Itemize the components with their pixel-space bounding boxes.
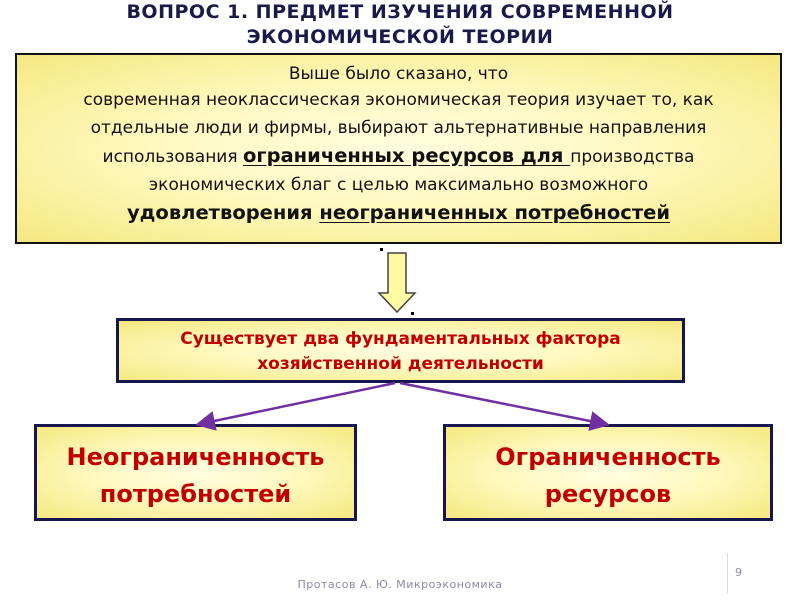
statement-line-6: удовлетворения неограниченных потребност… [23, 199, 774, 227]
connector-left [195, 381, 396, 431]
page-number: 9 [735, 566, 742, 579]
statement-line-6-pre: удовлетворения [126, 201, 320, 224]
footer-author: Протасов А. Ю. Микроэкономика [297, 578, 503, 591]
statement-line-4-pre: использования [102, 147, 243, 167]
limited-resources-line-1: Ограниченность [495, 443, 721, 471]
statement-line-4-post: производства [570, 147, 695, 167]
statement-line-3: отдельные люди и фирмы, выбирают альтерн… [90, 118, 707, 138]
down-arrow [377, 252, 417, 314]
statement-box: Выше было сказано, что современная неокл… [15, 53, 782, 244]
footer-divider [727, 553, 728, 593]
unlimited-needs-line-2: потребностей [99, 480, 292, 508]
marker-dot [380, 248, 383, 251]
statement-line-4: использования ограниченных ресурсов для … [23, 142, 774, 171]
factors-line-2: хозяйственной деятельности [257, 354, 544, 374]
limited-resources-line-2: ресурсов [544, 480, 672, 508]
statement-line-1: Выше было сказано, что [288, 64, 509, 84]
statement-line-2: современная неоклассическая экономическа… [83, 90, 714, 110]
marker-dot [411, 312, 414, 315]
unlimited-needs-box: Неограниченность потребностей [34, 424, 357, 521]
statement-line-5: экономических благ с целью максимально в… [148, 175, 649, 195]
factors-line-1: Существует два фундаментальных фактора [180, 329, 621, 349]
title-line-2: ЭКОНОМИЧЕСКОЙ ТЕОРИИ [246, 26, 554, 48]
unlimited-needs-line-1: Неограниченность [66, 443, 325, 471]
unlimited-needs-emphasis: неограниченных потребностей [319, 201, 671, 224]
limited-resources-emphasis: ограниченных ресурсов для [242, 144, 571, 167]
limited-resources-box: Ограниченность ресурсов [443, 424, 773, 521]
connector-right [399, 381, 610, 431]
factors-box: Существует два фундаментальных фактора х… [116, 318, 685, 383]
title-line-1: ВОПРОС 1. ПРЕДМЕТ ИЗУЧЕНИЯ СОВРЕМЕННОЙ [126, 1, 674, 23]
slide-title: ВОПРОС 1. ПРЕДМЕТ ИЗУЧЕНИЯ СОВРЕМЕННОЙ Э… [0, 0, 800, 50]
